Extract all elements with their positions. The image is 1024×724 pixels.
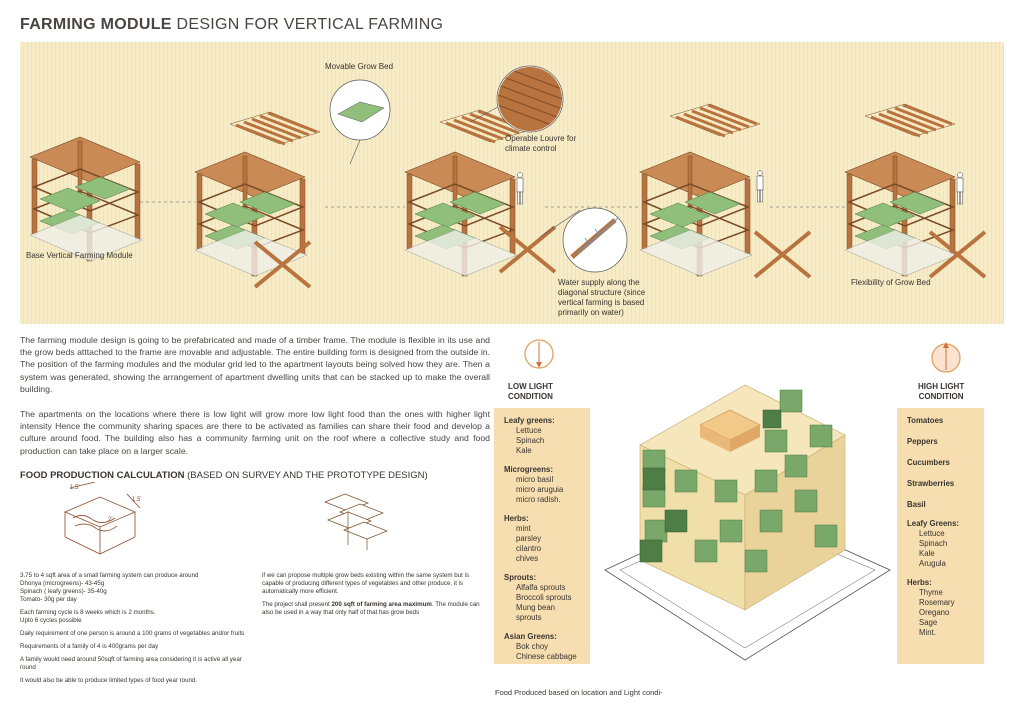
- intro-paragraph-2: The apartments on the locations where th…: [20, 409, 490, 456]
- calc-note-1: 3.75 to 4 sqft area of a small farming s…: [20, 572, 199, 603]
- low-group-5: Asian Greens: Bok choy Chinese cabbage: [504, 632, 577, 661]
- calc-notes-left: 3.75 to 4 sqft area of a small farming s…: [20, 572, 245, 690]
- calc-note-right-2: The project shall present 200 sqft of fa…: [262, 601, 480, 616]
- calculation-heading-bold: FOOD PRODUCTION CALCULATION: [20, 470, 185, 481]
- high-light-sun-icon: [931, 342, 961, 373]
- title-rest: DESIGN FOR VERTICAL FARMING: [176, 16, 444, 33]
- intro-paragraph-1: The farming module design is going to be…: [20, 335, 490, 394]
- low-light-title: LOW LIGHT CONDITION: [508, 382, 553, 401]
- calculation-heading: FOOD PRODUCTION CALCULATION (BASED ON SU…: [20, 470, 428, 481]
- calc-note-2: Each farming cycle is 8 weeks which is 2…: [20, 609, 156, 624]
- high-item-1: Tomatoes: [907, 416, 944, 425]
- stacked-beds-sketch: [324, 493, 388, 550]
- calc-notes-right: if we can propose multiple grow beds exi…: [262, 572, 484, 622]
- high-item-3: Cucumbers: [907, 458, 950, 467]
- calculation-heading-rest: (BASED ON SURVEY AND THE PROTOTYPE DESIG…: [187, 470, 428, 481]
- label-operable-louvre: Operable Louvre for climate control: [505, 134, 577, 153]
- module-diagram-svg: [29, 65, 987, 289]
- low-group-2: Microgreens: micro basil micro aruguia m…: [504, 465, 564, 504]
- low-light-sun-icon: [524, 339, 554, 369]
- label-water-supply: Water supply along the diagonal structur…: [558, 278, 646, 317]
- base-module-drawing: [29, 136, 143, 262]
- calc-note-right-1: if we can propose multiple grow beds exi…: [262, 572, 470, 595]
- sketch-dim-1: 1.5': [70, 485, 80, 491]
- high-group-2: Herbs: Thyme Rosemary Oregano Sage Mint.: [907, 578, 955, 637]
- label-base-module: Base Vertical Farming Module: [26, 251, 133, 260]
- module-diagram-banner: Movable Grow Bed Operable Louvre for cli…: [20, 42, 1004, 324]
- high-group-1: Leafy Greens: Lettuce Spinach Kale Arugu…: [907, 519, 960, 568]
- high-light-title: HIGH LIGHT CONDITION: [918, 382, 965, 401]
- calc-note-5: A family would need around 50sqft of far…: [20, 656, 242, 671]
- high-item-5: Basil: [907, 500, 926, 509]
- label-movable-grow-bed: Movable Grow Bed: [325, 62, 394, 71]
- sketch-dim-3: 2': [108, 517, 113, 523]
- title-bold: FARMING MODULE: [20, 16, 172, 33]
- building-massing-illustration: [604, 384, 891, 661]
- figure-caption: Food Produced based on location and Ligh…: [495, 688, 663, 697]
- low-group-1: Leafy greens: Lettuce Spinach Kale: [504, 416, 555, 455]
- low-light-panel: Leafy greens: Lettuce Spinach Kale Micro…: [494, 408, 590, 664]
- high-item-4: Strawberries: [907, 479, 955, 488]
- low-group-4: Sprouts: Alfalfa sprouts Broccoli sprout…: [504, 573, 572, 622]
- sketch-dim-2: 1.5': [132, 497, 142, 503]
- high-item-2: Peppers: [907, 437, 938, 446]
- high-light-panel: Tomatoes Peppers Cucumbers Strawberries …: [897, 408, 984, 664]
- page-title: FARMING MODULE DESIGN FOR VERTICAL FARMI…: [20, 16, 443, 34]
- calc-note-3: Daily requirement of one person is aroun…: [20, 630, 245, 637]
- label-flexibility: Flexibility of Grow Bed: [851, 278, 931, 287]
- calc-note-4: Requirements of a family of 4 is 400gram…: [20, 643, 159, 650]
- calc-note-6: It would also be able to produce limited…: [20, 677, 198, 684]
- low-group-3: Herbs: mint parsley cilantro chives: [504, 514, 542, 563]
- farming-box-sketch: [63, 482, 141, 555]
- green-farming-cubes: [639, 389, 838, 573]
